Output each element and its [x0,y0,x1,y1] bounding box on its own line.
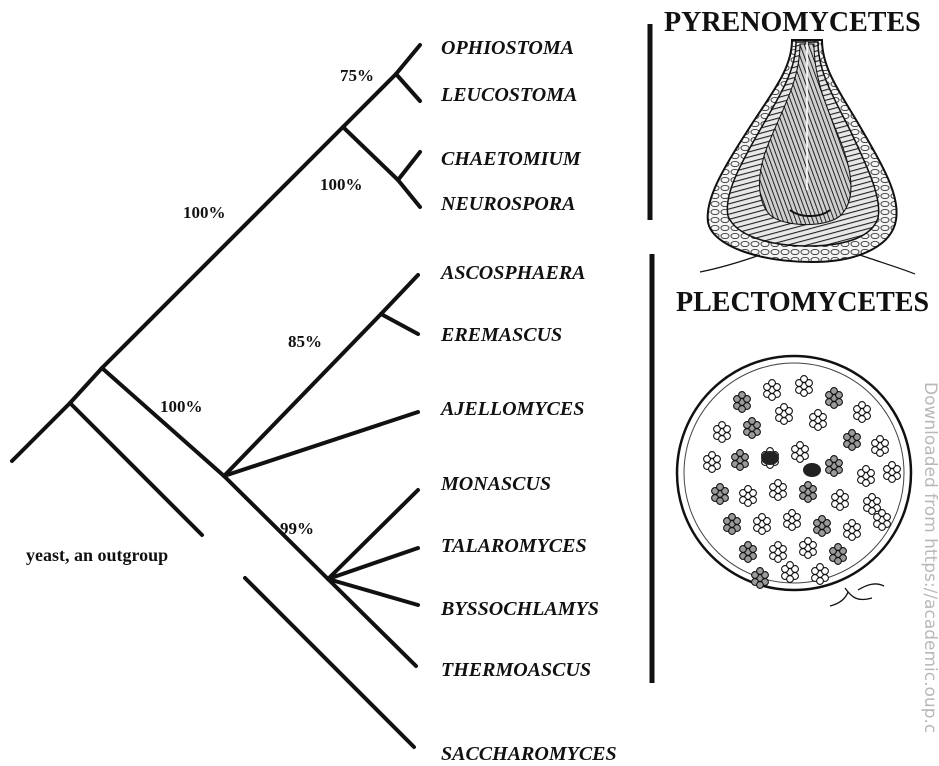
neurospora-branch [398,180,420,207]
leucostoma-branch [396,74,420,101]
outgroup-note: yeast, an outgroup [26,545,168,565]
tree-branches [12,45,420,747]
taxon-label-chaetomium: CHAETOMIUM [441,148,582,170]
support-label-monascus-group: 99% [280,519,314,538]
outgroup-branch-lower [245,578,414,747]
root-branch-left [12,403,70,461]
taxon-label-ophiostoma: OPHIOSTOMA [441,37,574,59]
support-label-pyreno-clade: 100% [183,203,226,222]
taxon-label-thermoascus: THERMOASCUS [441,659,591,681]
taxon-label-ajellomyces: AJELLOMYCES [439,398,584,420]
support-label-ascos-erem: 85% [288,332,322,351]
taxon-label-neurospora: NEUROSPORA [440,193,575,215]
group-label-pyrenomycetes: PYRENOMYCETES [664,7,921,38]
support-label-ophio-leuco: 75% [340,66,374,85]
group-label-plectomycetes: PLECTOMYCETES [676,287,929,318]
ophiostoma-branch [396,45,420,74]
taxon-label-byssochlamys: BYSSOCHLAMYS [440,598,599,620]
taxon-label-leucostoma: LEUCOSTOMA [440,84,577,106]
ascosphaera-branch [381,275,418,314]
stem-branch [70,368,102,403]
chaet-neuro-stem [343,127,398,180]
taxon-label-monascus: MONASCUS [440,473,551,495]
taxon-label-talaromyces: TALAROMYCES [441,535,587,557]
taxon-label-ascosphaera: ASCOSPHAERA [439,262,586,284]
chaetomium-branch [398,152,420,180]
download-watermark: Downloaded from https://academic.oup.c [920,382,939,733]
support-values: 75% 100% 100% 85% 100% 99% [160,66,374,538]
dark-ascus [761,451,779,465]
support-label-chaet-neuro: 100% [320,175,363,194]
eremascus-branch [381,314,418,334]
taxon-label-saccharomyces: SACCHAROMYCES [441,743,617,765]
taxon-label-eremascus: EREMASCUS [440,324,562,346]
cleistothecium-illustration [677,356,911,606]
monascus-branch [328,490,418,579]
perithecium-illustration [700,40,915,274]
outgroup-branch-upper [70,403,202,535]
dark-ascus [803,463,821,477]
support-label-plecto-clade: 100% [160,397,203,416]
plectomycetes-stem [102,368,224,476]
taxon-labels: OPHIOSTOMA LEUCOSTOMA CHAETOMIUM NEUROSP… [439,37,617,765]
